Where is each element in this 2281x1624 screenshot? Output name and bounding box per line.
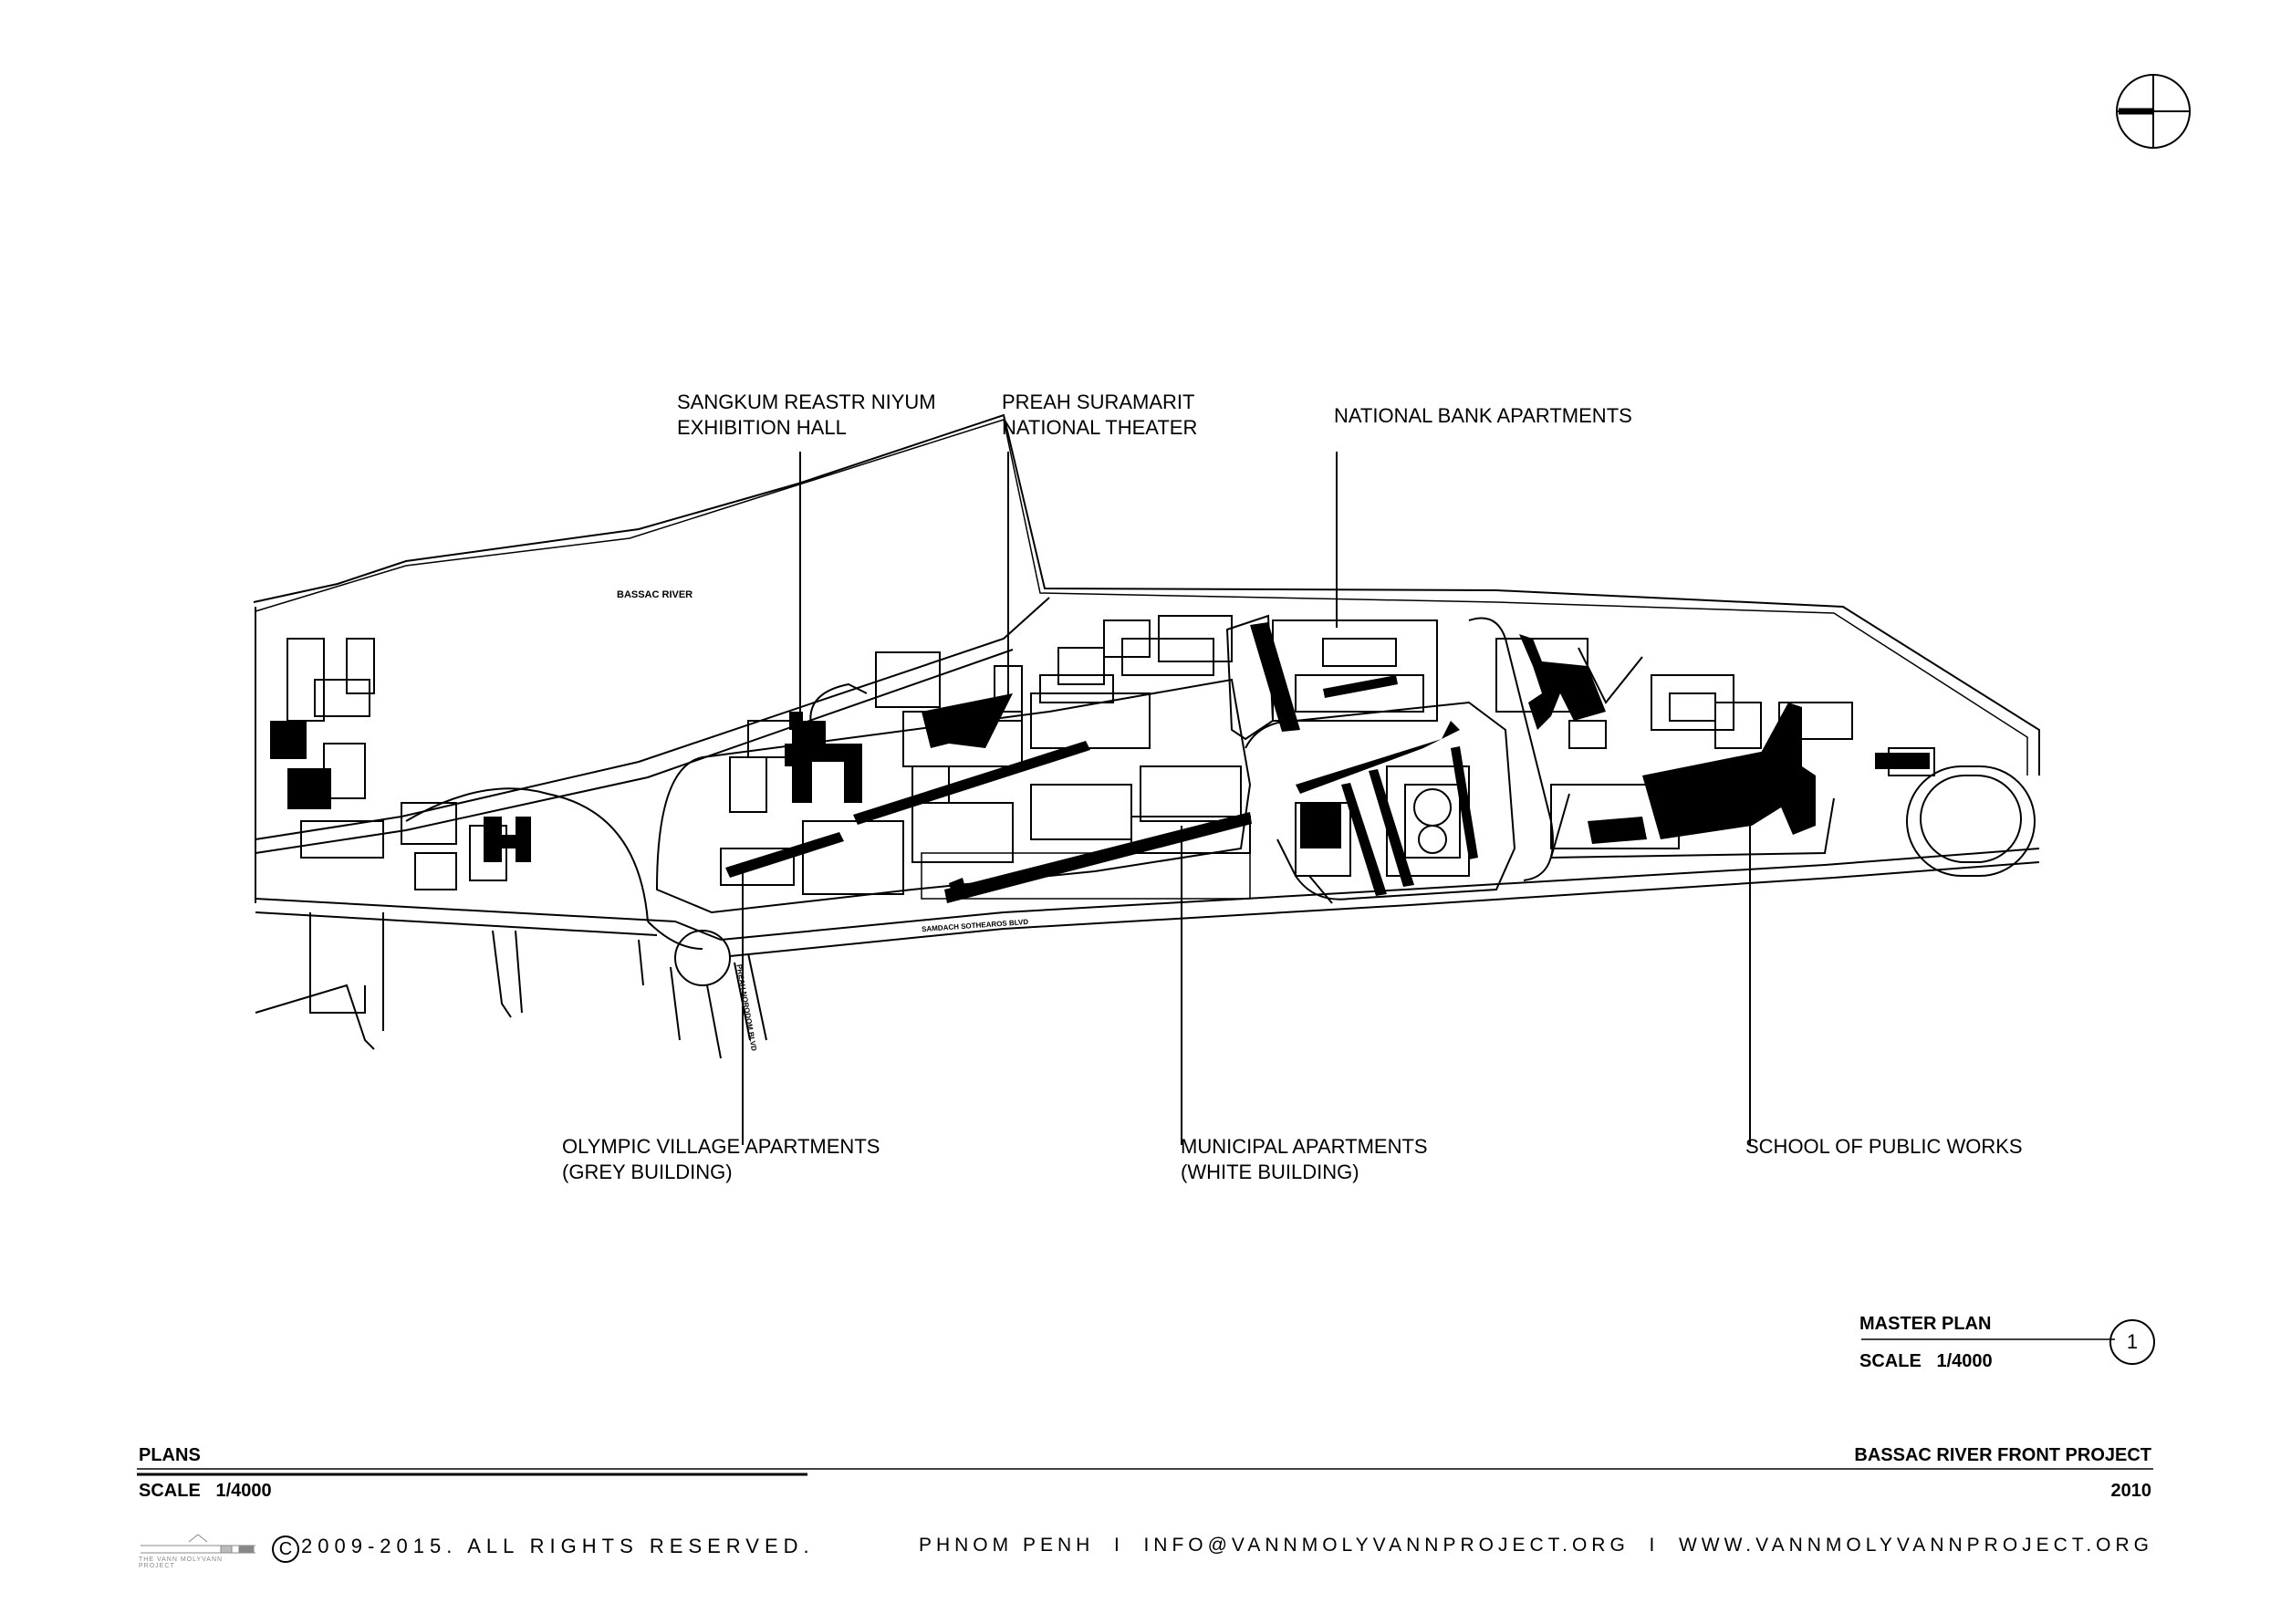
callout-olympic-village-line2: (GREY BUILDING) — [562, 1161, 733, 1183]
callout-national-bank: NATIONAL BANK APARTMENTS — [1334, 404, 1632, 427]
sheet-left-title: PLANS — [139, 1445, 201, 1465]
sothearos-boulevard — [720, 848, 2040, 941]
callout-national-theater: PREAH SURAMARIT NATIONAL THEATER — [1002, 390, 1197, 441]
copyright-symbol: C — [272, 1536, 299, 1563]
sheet-right-year: 2010 — [2110, 1481, 2152, 1501]
sheet-left-scale: SCALE 1/4000 — [139, 1481, 272, 1501]
callout-exhibition-hall-line2: EXHIBITION HALL — [677, 416, 847, 439]
north-arrow-icon — [2116, 74, 2191, 149]
contact-info: PHNOM PENH I INFO@VANNMOLYVANNPROJECT.OR… — [918, 1535, 2153, 1556]
sheet-right-title: BASSAC RIVER FRONT PROJECT — [1854, 1445, 2151, 1465]
callout-national-theater-line1: PREAH SURAMARIT — [1002, 390, 1195, 413]
drawing-title: MASTER PLAN — [1859, 1314, 1992, 1334]
callout-municipal-line1: MUNICIPAL APARTMENTS — [1181, 1135, 1428, 1158]
callout-municipal: MUNICIPAL APARTMENTS (WHITE BUILDING) — [1181, 1134, 1428, 1185]
logo-text: THE VANN MOLYVANN PROJECT — [139, 1556, 224, 1569]
callout-school: SCHOOL OF PUBLIC WORKS — [1745, 1135, 2023, 1158]
callout-national-theater-line2: NATIONAL THEATER — [1002, 416, 1198, 439]
callout-exhibition-hall: SANGKUM REASTR NIYUM EXHIBITION HALL — [677, 390, 936, 441]
drawing-number-badge: 1 — [2109, 1319, 2155, 1365]
river-bank-line — [253, 413, 2040, 776]
callout-exhibition-hall-line1: SANGKUM REASTR NIYUM — [677, 390, 936, 413]
project-logo: THE VANN MOLYVANN PROJECT — [139, 1533, 257, 1569]
drawing-scale: SCALE 1/4000 — [1859, 1351, 1993, 1371]
logo-icon — [141, 1534, 255, 1554]
river-label: BASSAC RIVER — [617, 589, 693, 600]
callout-municipal-line2: (WHITE BUILDING) — [1181, 1161, 1359, 1183]
callout-olympic-village: OLYMPIC VILLAGE APARTMENTS (GREY BUILDIN… — [562, 1134, 880, 1185]
callout-olympic-village-line1: OLYMPIC VILLAGE APARTMENTS — [562, 1135, 880, 1158]
copyright-text: 2009-2015. ALL RIGHTS RESERVED. — [301, 1535, 815, 1557]
